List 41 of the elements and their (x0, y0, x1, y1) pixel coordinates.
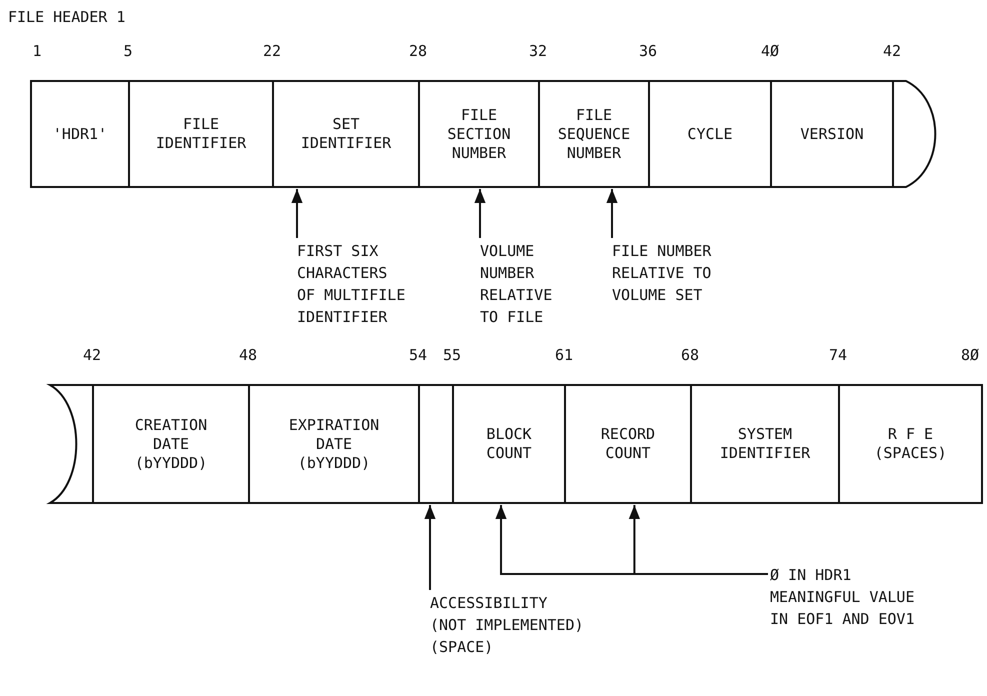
position-number: 36 (638, 42, 658, 60)
position-number: 5 (123, 42, 133, 60)
note-text: ACCESSIBILITY (NOT IMPLEMENTED) (SPACE) (430, 592, 588, 658)
record-field: FILE SECTION NUMBER (418, 80, 540, 188)
leader-arrow (474, 189, 486, 238)
position-number: 4Ø (760, 42, 780, 60)
record-field: CREATION DATE (bYYDDD) (92, 384, 250, 504)
leader-arrow (628, 505, 768, 575)
position-number: 28 (408, 42, 428, 60)
position-number: 42 (882, 42, 902, 60)
position-number: 32 (528, 42, 548, 60)
note-text: Ø IN HDR1 MEANINGFUL VALUE IN EOF1 AND EOV1 (770, 564, 920, 630)
record-field: SET IDENTIFIER (272, 80, 420, 188)
position-number: 8Ø (960, 346, 980, 364)
record-field: RECORD COUNT (564, 384, 692, 504)
record-field: BLOCK COUNT (452, 384, 566, 504)
record-field: 'HDR1' (30, 80, 130, 188)
leader-arrow (606, 189, 618, 238)
position-number: 54 (408, 346, 428, 364)
diagram-title: FILE HEADER 1 (8, 8, 126, 26)
record-field: VERSION (770, 80, 894, 188)
position-number: 48 (238, 346, 258, 364)
position-number: 1 (32, 42, 42, 60)
record-field: EXPIRATION DATE (bYYDDD) (248, 384, 420, 504)
note-text: VOLUME NUMBER RELATIVE TO FILE (480, 240, 565, 328)
leader-arrow (291, 189, 303, 238)
leader-arrow (424, 505, 436, 590)
position-number: 55 (442, 346, 462, 364)
record-field: CYCLE (648, 80, 772, 188)
record-field: FILE SEQUENCE NUMBER (538, 80, 650, 188)
position-number: 68 (680, 346, 700, 364)
note-text: FILE NUMBER RELATIVE TO VOLUME SET (612, 240, 717, 306)
position-number: 74 (828, 346, 848, 364)
record-field: FILE IDENTIFIER (128, 80, 274, 188)
position-number: 61 (554, 346, 574, 364)
note-text: FIRST SIX CHARACTERS OF MULTIFILE IDENTIFIER (297, 240, 409, 328)
position-number: 42 (82, 346, 102, 364)
position-number: 22 (262, 42, 282, 60)
record-field: SYSTEM IDENTIFIER (690, 384, 840, 504)
record-field: R F E (SPACES) (838, 384, 983, 504)
empty-field-box (418, 384, 454, 504)
